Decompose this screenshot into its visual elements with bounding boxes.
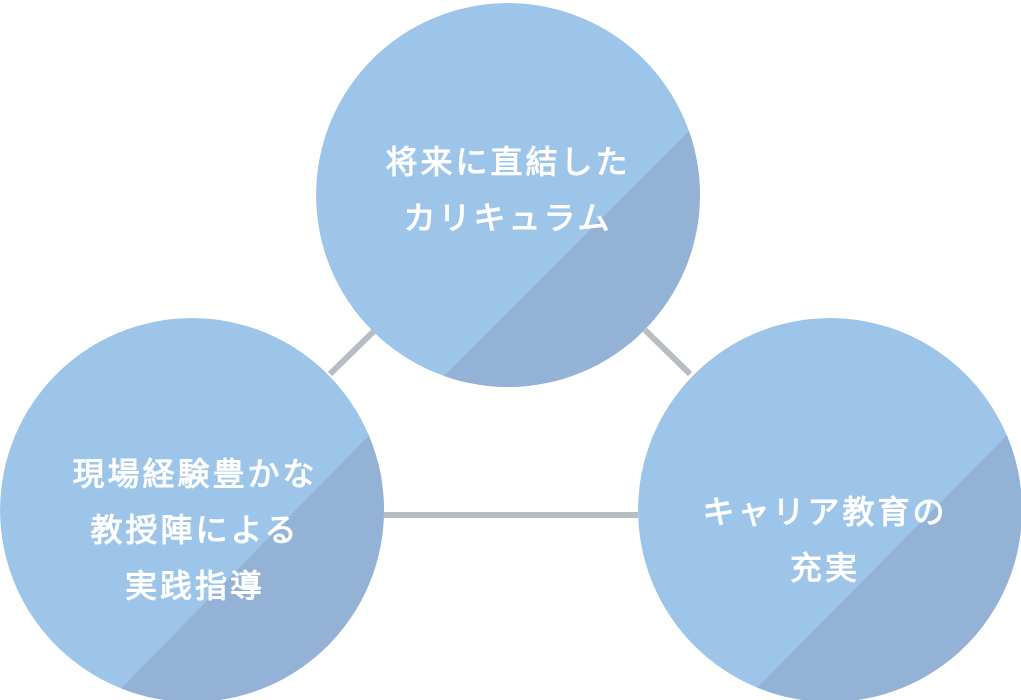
circle-left — [0, 318, 384, 700]
circle-top — [316, 3, 700, 387]
connector-top-left — [327, 327, 378, 377]
circle-right — [638, 318, 1021, 700]
connector-top-right — [642, 327, 693, 377]
